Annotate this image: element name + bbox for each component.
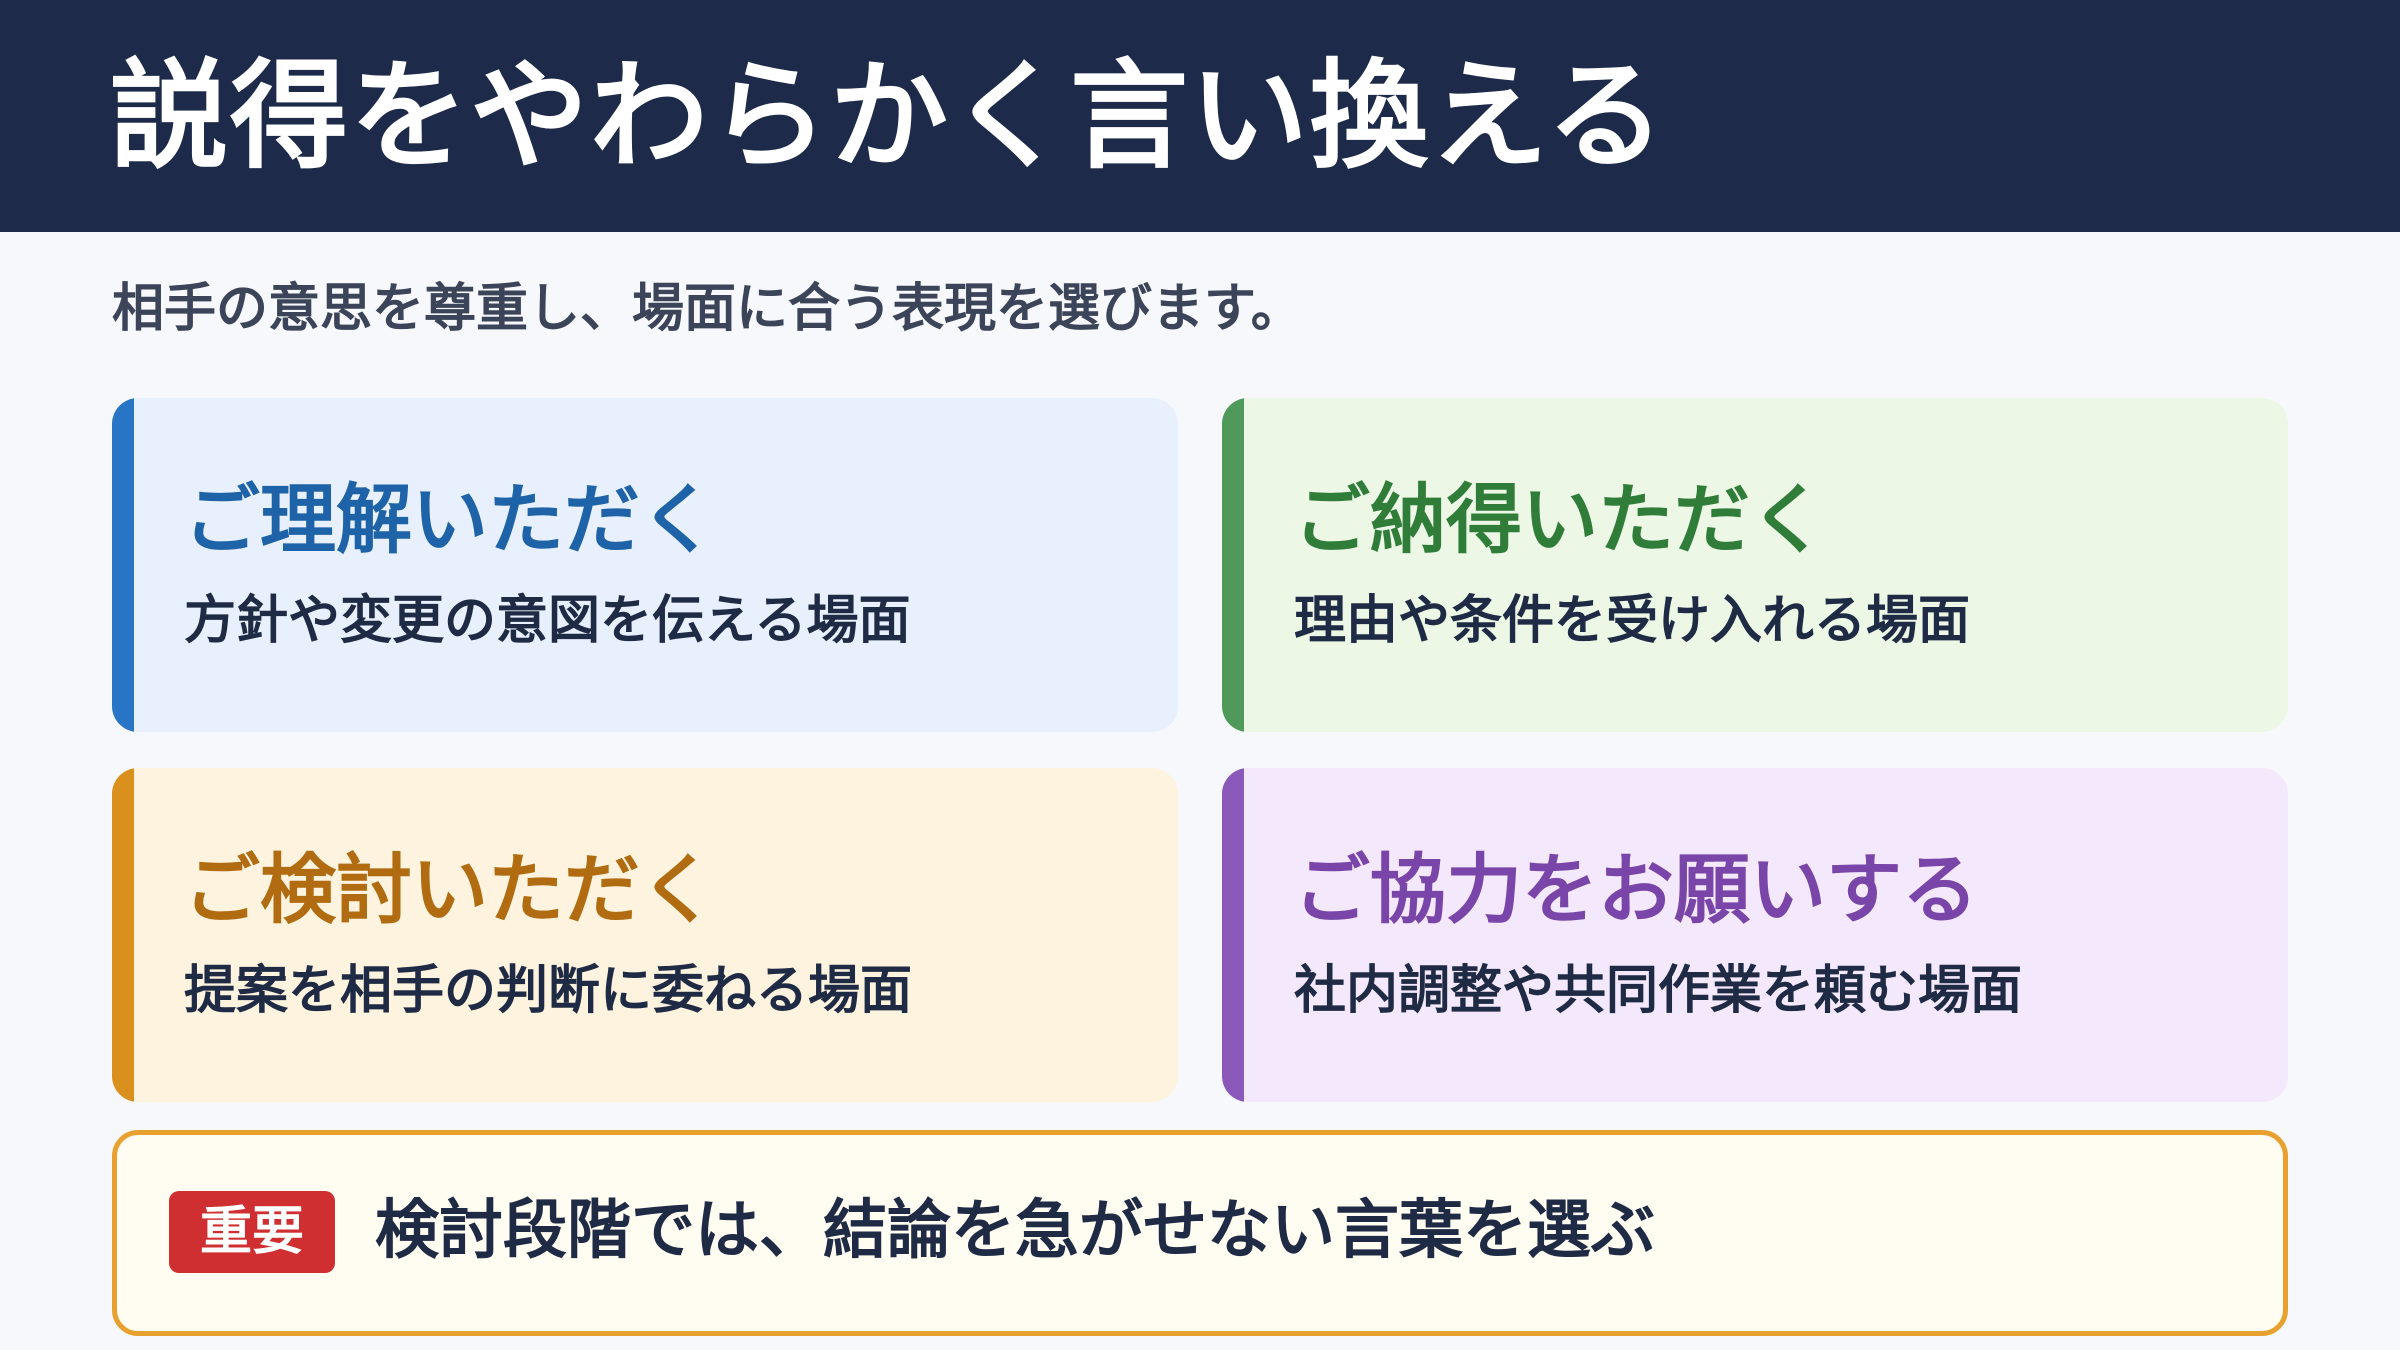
callout-text: 検討段階では、結論を急がせない言葉を選ぶ [375, 1194, 1655, 1268]
card-description: 社内調整や共同作業を頼む場面 [1294, 961, 2023, 1021]
card-acceptance: ご納得いただく 理由や条件を受け入れる場面 [1222, 398, 2288, 732]
card-understanding: ご理解いただく 方針や変更の意図を伝える場面 [112, 398, 1178, 732]
card-title: ご協力をお願いする [1294, 845, 1978, 934]
page-subtitle: 相手の意思を尊重し、場面に合う表現を選びます。 [112, 279, 1303, 339]
important-badge: 重要 [169, 1191, 335, 1273]
card-accent-bar [112, 768, 134, 1102]
important-callout: 重要 検討段階では、結論を急がせない言葉を選ぶ [112, 1130, 2288, 1336]
card-description: 理由や条件を受け入れる場面 [1294, 591, 1971, 651]
card-title: ご納得いただく [1294, 475, 1826, 564]
card-consideration: ご検討いただく 提案を相手の判断に委ねる場面 [112, 768, 1178, 1102]
card-description: 方針や変更の意図を伝える場面 [184, 591, 911, 651]
card-cooperation: ご協力をお願いする 社内調整や共同作業を頼む場面 [1222, 768, 2288, 1102]
card-title: ご理解いただく [184, 475, 716, 564]
card-accent-bar [112, 398, 134, 732]
card-description: 提案を相手の判断に委ねる場面 [184, 961, 913, 1021]
card-accent-bar [1222, 398, 1244, 732]
header-banner: 説得をやわらかく言い換える [0, 0, 2400, 232]
page-title: 説得をやわらかく言い換える [110, 47, 1667, 185]
card-title: ご検討いただく [184, 845, 716, 934]
card-accent-bar [1222, 768, 1244, 1102]
